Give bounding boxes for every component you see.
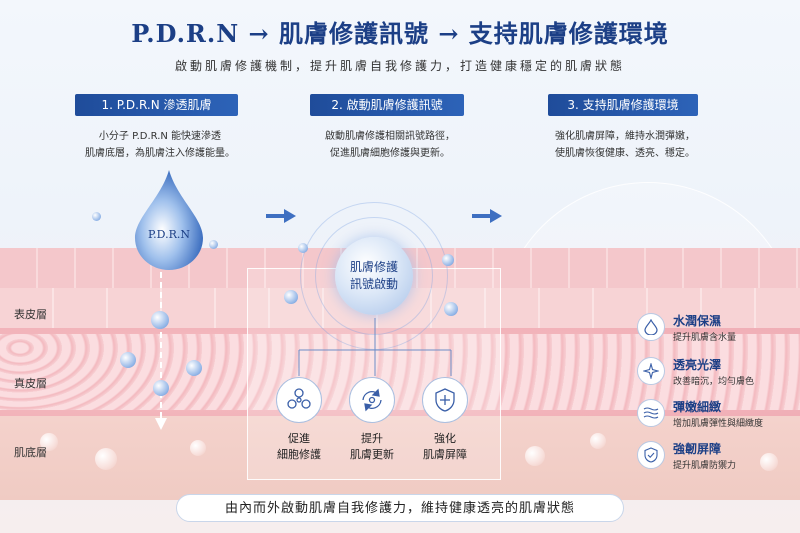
action-label-skin-renewal: 提升肌膚更新 xyxy=(350,432,394,461)
benefit-title-hydration: 水潤保濕 xyxy=(673,314,722,328)
connector-lines xyxy=(298,318,452,376)
layer-label-subcutis: 肌底層 xyxy=(14,446,47,459)
molecule xyxy=(284,290,298,304)
layer-label-epidermis: 表皮層 xyxy=(14,308,47,321)
wave-lines-icon xyxy=(637,399,665,427)
step-3-description: 強化肌膚屏障，維持水潤彈嫩， 使肌膚恢復健康、透亮、穩定。 xyxy=(555,131,695,159)
benefit-title-firmness: 彈嫩細緻 xyxy=(673,400,722,414)
molecule xyxy=(186,360,202,376)
molecule xyxy=(151,311,169,329)
water-drop-icon xyxy=(637,313,665,341)
step-1-label: 1. P.D.R.N 滲透肌膚 xyxy=(75,94,238,116)
fat-cell xyxy=(95,448,117,470)
arrow-right-icon xyxy=(266,209,296,223)
page-subtitle: 啟動肌膚修護機制，提升肌膚自我修護力，打造健康穩定的肌膚狀態 xyxy=(174,59,625,73)
fat-cell xyxy=(590,433,606,449)
step-1-description: 小分子 P.D.R.N 能快速滲透 肌膚底層，為肌膚注入修護能量。 xyxy=(85,131,235,159)
step-2-description: 啟動肌膚修護相關訊號路徑， 促進肌膚細胞修護與更新。 xyxy=(325,131,455,159)
benefit-sub-barrier: 提升肌膚防禦力 xyxy=(673,461,737,471)
benefit-title-radiance: 透亮光澤 xyxy=(673,358,722,372)
fat-cell xyxy=(760,453,778,471)
droplet-label: P.D.R.N xyxy=(148,228,190,241)
cells-icon xyxy=(276,377,322,423)
molecule xyxy=(444,302,458,316)
dermis-cells xyxy=(0,334,800,410)
benefit-sub-radiance: 改善暗沉，均勻膚色 xyxy=(673,377,755,387)
signal-sphere: 肌膚修護 訊號啟動 xyxy=(335,237,413,315)
subcutaneous-layer xyxy=(0,416,800,500)
pdrn-droplet-icon xyxy=(135,170,203,270)
layer-label-dermis: 真皮層 xyxy=(14,377,47,390)
benefit-sub-hydration: 提升肌膚含水量 xyxy=(673,333,737,343)
shield-check-icon xyxy=(637,441,665,469)
molecule xyxy=(153,380,169,396)
footer-banner: 由內而外啟動肌膚自我修護力，維持健康透亮的肌膚狀態 xyxy=(176,494,624,522)
arrow-right-icon xyxy=(472,209,502,223)
fat-cell xyxy=(40,433,58,451)
action-label-barrier: 強化肌膚屏障 xyxy=(423,432,467,461)
molecule xyxy=(92,212,101,221)
fat-cell xyxy=(190,440,206,456)
step-2-label: 2. 啟動肌膚修護訊號 xyxy=(310,94,464,116)
molecule xyxy=(298,243,308,253)
sparkle-icon xyxy=(637,357,665,385)
step-3-label: 3. 支持肌膚修護環境 xyxy=(548,94,698,116)
molecule xyxy=(442,254,454,266)
shield-plus-icon xyxy=(422,377,468,423)
page-title: P.D.R.N → 肌膚修護訊號 → 支持肌膚修護環境 xyxy=(131,19,669,48)
benefit-sub-firmness: 增加肌膚彈性與細緻度 xyxy=(673,419,764,429)
renew-cycle-icon xyxy=(349,377,395,423)
molecule xyxy=(120,352,136,368)
downward-flow-arrow xyxy=(155,272,167,430)
molecule xyxy=(209,240,218,249)
benefit-title-barrier: 強韌屏障 xyxy=(673,442,722,456)
action-label-cell-repair: 促進細胞修護 xyxy=(277,432,321,461)
fat-cell xyxy=(525,446,545,466)
